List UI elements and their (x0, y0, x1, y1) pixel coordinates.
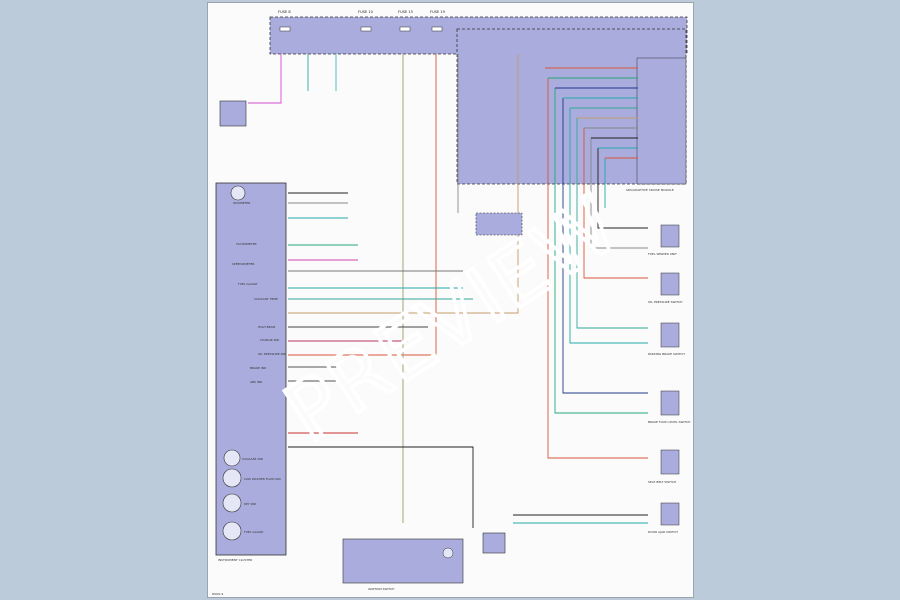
switch-6-label: DOOR AJAR SWITCH (648, 530, 678, 534)
label-gauge-c: KEY IND (244, 502, 257, 506)
fuse-label: FUSE 10 (358, 10, 374, 14)
fuse-symbol (279, 26, 291, 32)
switch-5 (660, 449, 680, 475)
label-oil: OIL PRESSURE IND (258, 352, 287, 356)
fuse-symbol (399, 26, 411, 32)
switch-4-label: BRAKE FLUID LEVEL SWITCH (648, 420, 690, 424)
connectors: IGNITION SWITCH (219, 100, 523, 591)
switch-6 (660, 502, 680, 526)
label-charge: CHARGE IND (260, 338, 280, 342)
label-high-beam: HIGH BEAM (258, 325, 276, 329)
label-odometer: ODOMETER (233, 201, 250, 205)
gauge-c (222, 493, 242, 513)
label-tach: TACHOMETER (235, 242, 257, 246)
switch-2 (660, 272, 680, 296)
ignition-label: IGNITION SWITCH (368, 587, 394, 591)
gauge-odometer (230, 185, 246, 201)
wire-orange (288, 54, 437, 356)
instrument-cluster: INSTRUMENT CLUSTER ODOMETER TACHOMETER S… (215, 182, 287, 562)
label-abs: ABS IND (250, 380, 263, 384)
switch-3 (660, 322, 680, 348)
connector-bottom-small (482, 532, 506, 554)
wire-r1 (547, 78, 648, 459)
right-module-title: SRS/ADAPTIVE CRUISE MODULE (626, 188, 674, 192)
wiring-diagram: FUSE 8 FUSE 10 FUSE 15 FUSE 19 SRS/ADAPT… (212, 10, 690, 596)
right-module: SRS/ADAPTIVE CRUISE MODULE (456, 28, 687, 192)
fuse-symbol (431, 26, 443, 32)
wire-h14 (288, 446, 474, 528)
fuse-label: FUSE 8 (278, 10, 291, 14)
wire-r3 (562, 98, 648, 394)
label-speed: SPEEDOMETER (232, 262, 254, 266)
label-gauge-b: LOW WASHER FLUID IND (244, 477, 282, 481)
wire-r5 (576, 118, 648, 329)
right-module-inner (636, 57, 687, 185)
cluster-title: INSTRUMENT CLUSTER (218, 558, 252, 562)
label-gauge-d: FUEL GAUGE (244, 530, 263, 534)
ignition-switch (342, 538, 464, 584)
wire-r4 (569, 108, 648, 344)
page-id: RSOS-9 (212, 592, 223, 596)
switch-4 (660, 390, 680, 416)
connector-mid (475, 212, 523, 236)
wire-r6 (583, 128, 648, 279)
schematic-sheet: FUSE 8 FUSE 10 FUSE 15 FUSE 19 SRS/ADAPT… (207, 2, 694, 598)
wire-tan (288, 54, 519, 314)
label-brake: BRAKE IND (250, 366, 267, 370)
cluster-panel (215, 182, 287, 556)
wire-r7 (590, 138, 648, 249)
label-temp: COOLANT TEMP (254, 297, 278, 301)
switch-2-label: OIL PRESSURE SWITCH (648, 300, 682, 304)
switches: FUEL SENDER UNIT OIL PRESSURE SWITCH PAR… (648, 224, 690, 534)
switch-3-label: PARKING BRAKE SWITCH (648, 352, 685, 356)
label-gauge-a: COOLANT IND (242, 457, 264, 461)
gauge-a (223, 449, 241, 467)
switch-5-label: SEAT BELT SWITCH (648, 480, 676, 484)
wire-magenta (248, 54, 282, 104)
gauge-d (222, 521, 242, 541)
fuse-symbol (360, 26, 372, 32)
ground-circle (442, 547, 454, 559)
gauge-b (222, 468, 242, 488)
wires (248, 54, 648, 528)
wire-r2 (554, 88, 648, 414)
switch-1-label: FUEL SENDER UNIT (648, 252, 677, 256)
fuse-label: FUSE 15 (398, 10, 413, 14)
connector-left-small (219, 100, 247, 127)
fuse-label: FUSE 19 (430, 10, 446, 14)
switch-1 (660, 224, 680, 248)
wire-r8 (597, 148, 648, 229)
label-fuel: FUEL GAUGE (238, 282, 257, 286)
